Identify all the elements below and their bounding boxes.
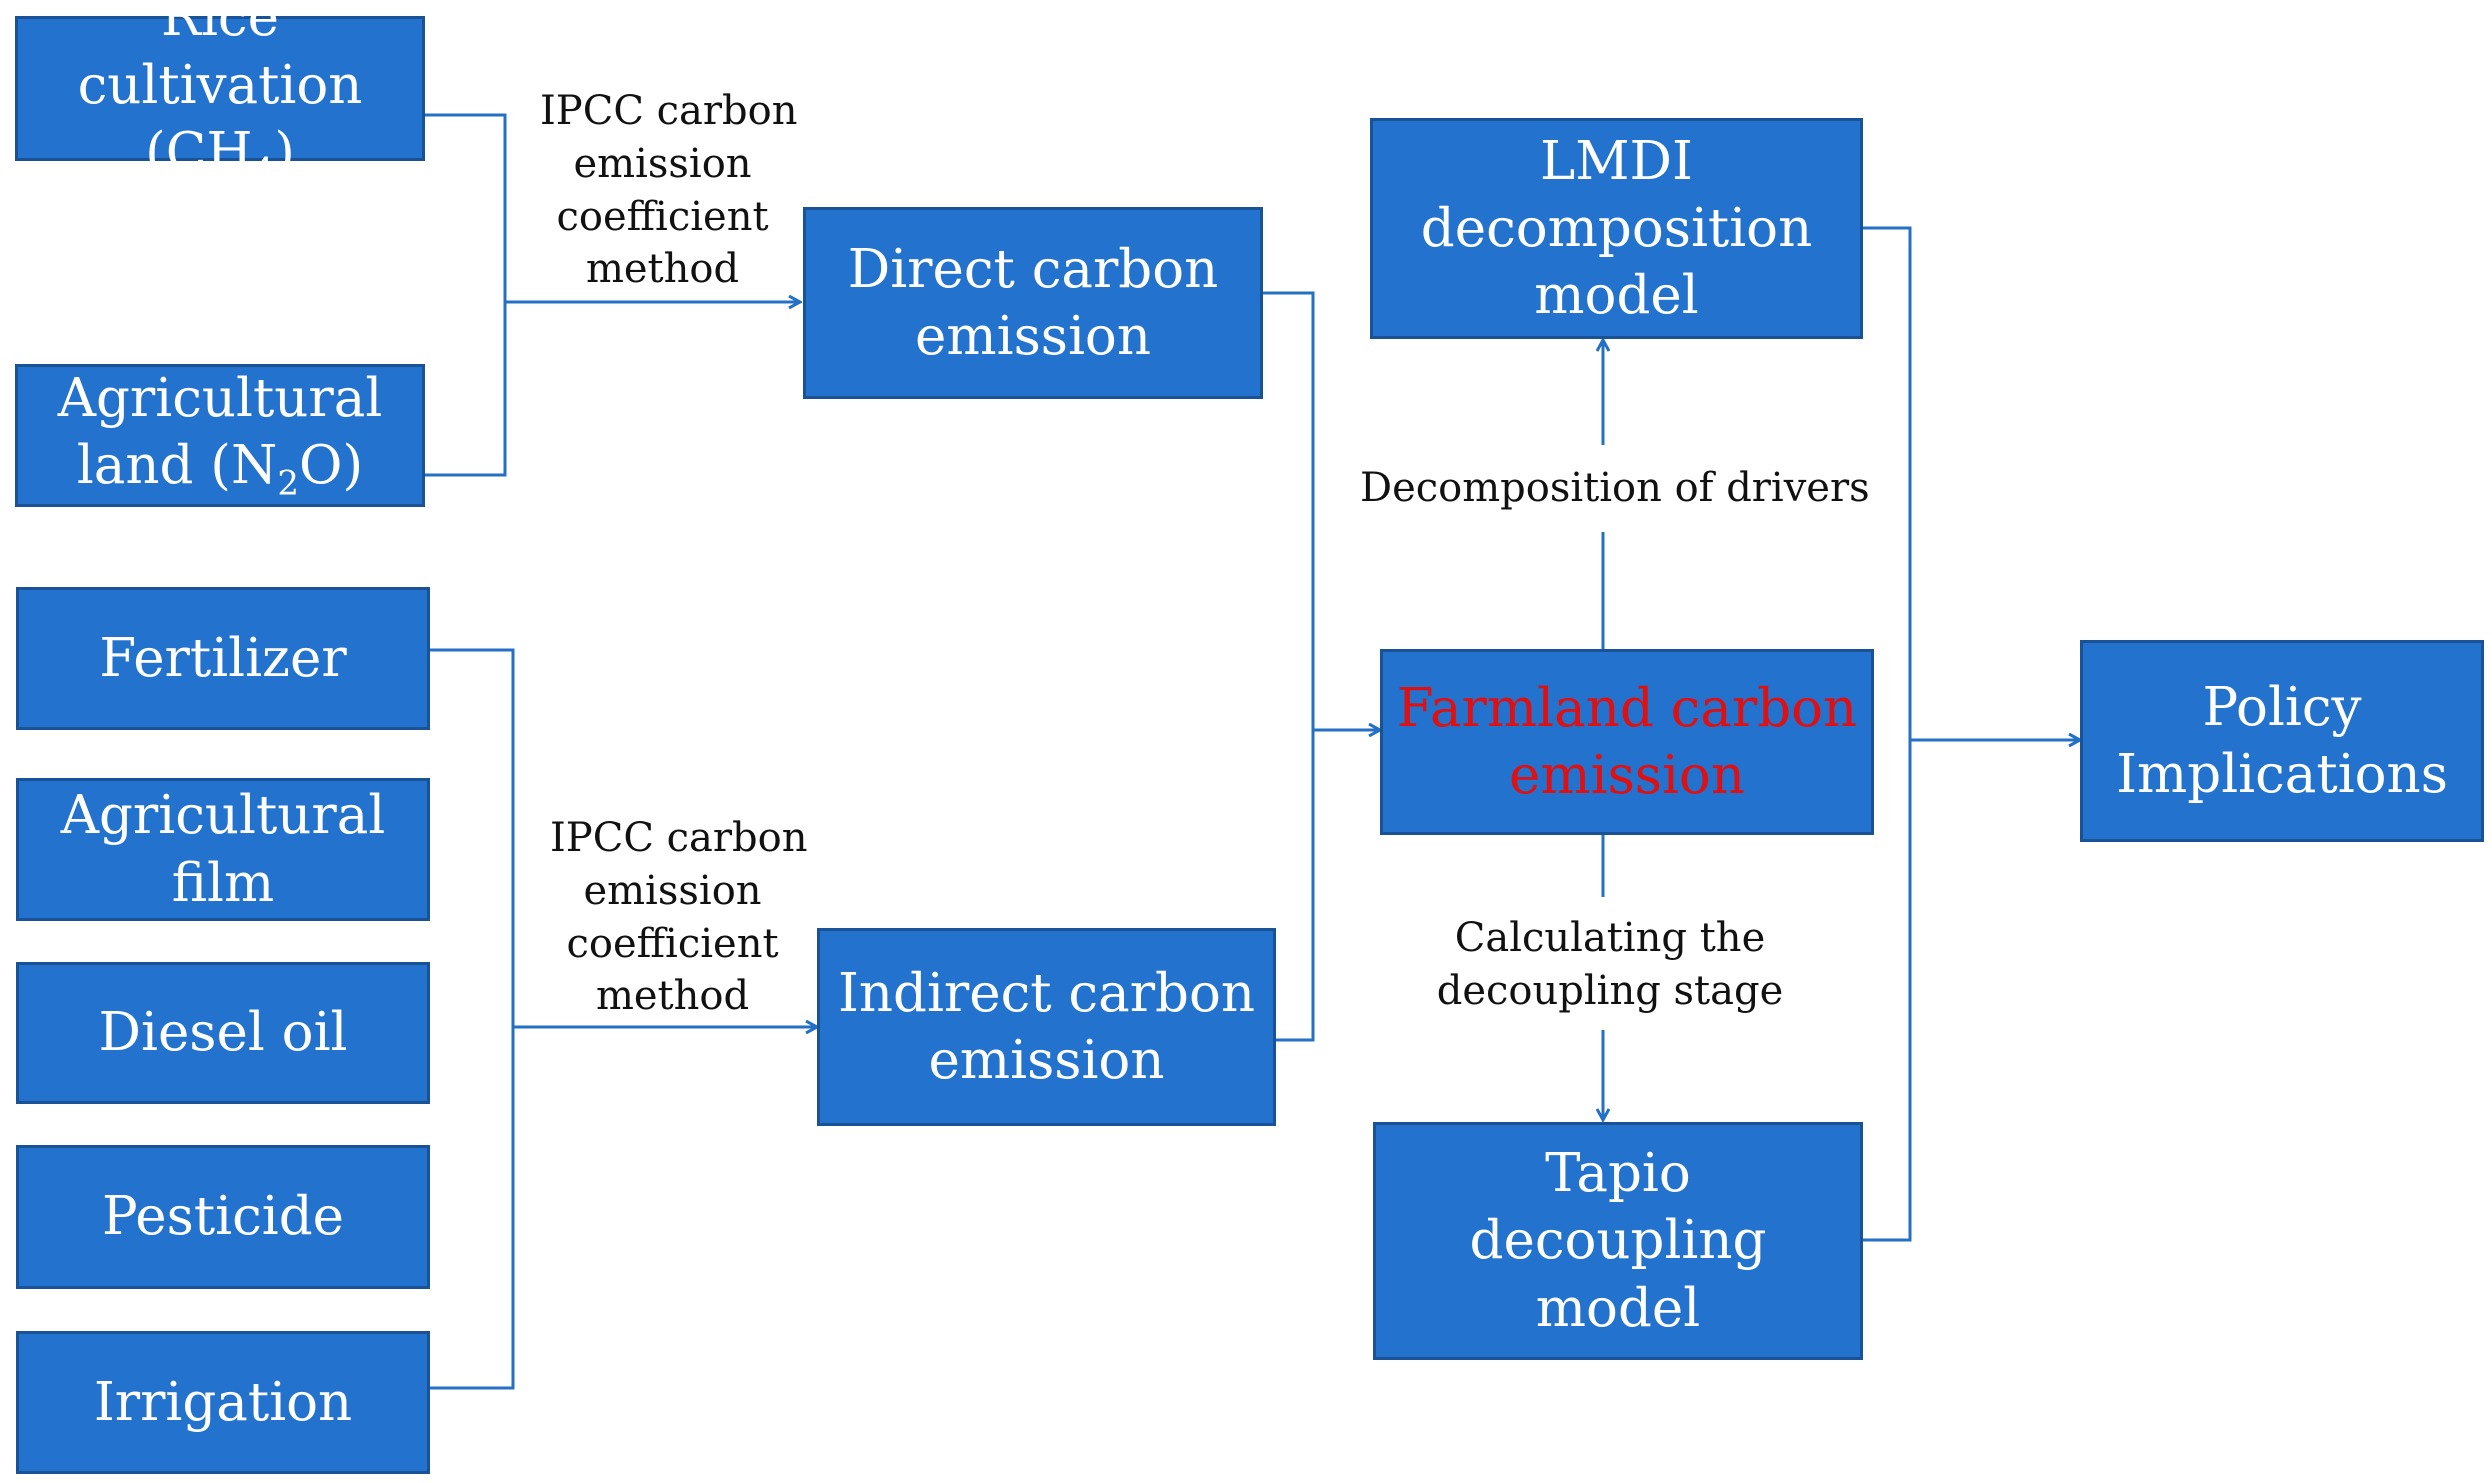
label-ipcc-top-line1: IPCC carbon [540, 88, 798, 134]
node-agland-formula-end: O) [299, 435, 364, 497]
label-ipcc-bottom-line2: emission [583, 867, 762, 914]
node-agricultural-film: Agricultural film [16, 778, 430, 921]
label-ipcc-top-line3: coefficient [556, 193, 769, 240]
node-lmdi-decomposition-model: LMDI decomposition model [1370, 118, 1863, 339]
node-pesticide-label: Pesticide [101, 1186, 345, 1248]
connector-models [1860, 226, 1912, 1242]
node-irrigation: Irrigation [16, 1331, 430, 1474]
label-calculating-decoupling-stage: Calculating the decoupling stage [1420, 912, 1800, 1018]
node-agland-line1: Agricultural [57, 367, 383, 429]
node-lmdi-line2: decomposition [1420, 197, 1813, 259]
label-ipcc-bottom-line4: method [595, 973, 750, 1020]
node-policy-line1: Policy [2202, 676, 2362, 738]
label-ipcc-bottom-line1: IPCC carbon [550, 815, 808, 861]
node-tapio-line1: Tapio [1545, 1143, 1691, 1205]
node-farmland-line1: Farmland carbon [1396, 677, 1858, 739]
label-ipcc-bottom-line3: coefficient [566, 920, 779, 967]
node-indirect-carbon-emission: Indirect carbon emission [817, 928, 1276, 1126]
node-indirect-line2: emission [928, 1030, 1165, 1091]
node-fertilizer-label: Fertilizer [99, 627, 347, 689]
connector-direct [1260, 291, 1315, 1042]
node-film-line1: Agricultural [60, 785, 386, 847]
node-rice-cultivation: Rice cultivation (CH4) [15, 0, 425, 191]
node-policy-implications: Policy Implications [2080, 640, 2484, 842]
connector-rice [425, 113, 507, 477]
node-rice-line2: (CH4) [18, 119, 422, 193]
label-ipcc-method-bottom: IPCC carbon emission coefficient method [550, 812, 808, 1023]
node-farmland-line2: emission [1509, 745, 1745, 806]
label-ipcc-top-line2: emission [573, 140, 752, 187]
node-tapio-line3: model [1535, 1277, 1701, 1339]
node-tapio-decoupling-model: Tapio decoupling model [1373, 1122, 1863, 1360]
node-rice-formula: (CH [145, 121, 253, 183]
node-direct-line2: emission [915, 306, 1151, 367]
node-rice-formula-end: ) [274, 121, 295, 183]
node-agricultural-land: Agricultural land (N2O) [15, 364, 425, 507]
connector-indirect-inputs [430, 648, 515, 1390]
label-ipcc-method-top: IPCC carbon emission coefficient method [540, 85, 798, 296]
node-rice-line1: Rice cultivation [77, 0, 363, 116]
node-agland-subscript: 2 [277, 463, 299, 504]
node-agland-formula: land (N [76, 435, 278, 497]
label-decomposition-of-drivers: Decomposition of drivers [1360, 462, 1870, 515]
label-decoupling-line1: Calculating the [1454, 915, 1766, 961]
node-tapio-line2: decoupling [1469, 1210, 1767, 1272]
node-direct-line1: Direct carbon [847, 238, 1219, 300]
node-irrigation-label: Irrigation [93, 1371, 353, 1433]
label-drivers-text: Decomposition of drivers [1360, 465, 1870, 511]
node-diesel-oil: Diesel oil [16, 962, 430, 1104]
node-agland-line2: land (N2O) [58, 432, 383, 506]
label-ipcc-top-line4: method [585, 246, 740, 293]
node-fertilizer: Fertilizer [16, 587, 430, 730]
node-farmland-carbon-emission: Farmland carbon emission [1380, 649, 1874, 835]
node-diesel-label: Diesel oil [98, 1002, 348, 1064]
node-indirect-line1: Indirect carbon [837, 962, 1256, 1024]
node-rice-subscript: 4 [252, 150, 275, 191]
node-direct-carbon-emission: Direct carbon emission [803, 207, 1263, 399]
label-decoupling-line2: decoupling stage [1436, 967, 1784, 1014]
node-lmdi-line3: model [1534, 265, 1699, 327]
node-lmdi-line1: LMDI [1540, 130, 1693, 192]
node-pesticide: Pesticide [16, 1145, 430, 1289]
node-film-line2: film [171, 852, 275, 914]
node-policy-line2: Implications [2116, 744, 2448, 805]
